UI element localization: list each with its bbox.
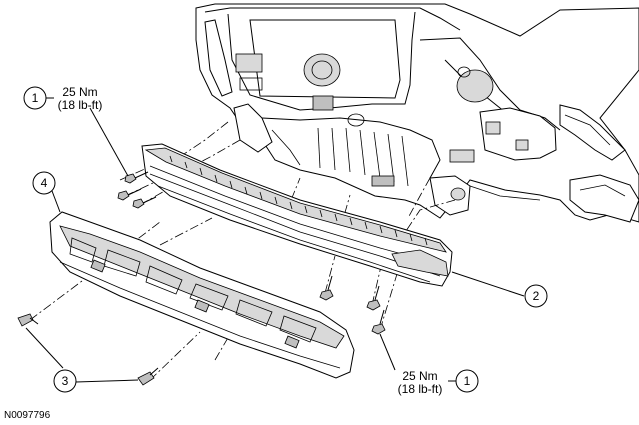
bolt-right-1 (319, 275, 334, 301)
push-pin-2 (137, 367, 159, 386)
torque-spec-top: 25 Nm (18 lb-ft) (58, 85, 103, 112)
figure-id: N0097796 (4, 410, 51, 421)
torque-nm-top: 25 Nm (62, 85, 97, 99)
svg-text:1: 1 (32, 91, 39, 105)
svg-text:4: 4 (41, 176, 48, 190)
callout-3: 3 (53, 369, 77, 393)
callout-1-top: 1 (23, 86, 47, 110)
energy-absorber (49, 211, 355, 379)
bolts-right (319, 275, 386, 335)
torque-nm-bottom: 25 Nm (402, 369, 437, 383)
bolts-left (117, 171, 157, 209)
vehicle-rear-body (195, 3, 639, 223)
bolt-left-1 (124, 171, 149, 184)
torque-spec-bottom: 25 Nm (18 lb-ft) (398, 369, 443, 396)
bolt-right-3 (371, 309, 386, 335)
callout-2: 2 (524, 284, 548, 308)
bolt-left-3 (132, 196, 157, 209)
svg-text:2: 2 (533, 289, 540, 303)
leader-lines (25, 107, 525, 383)
callout-4: 4 (32, 171, 56, 195)
push-pin-1 (17, 313, 39, 327)
bolt-right-2 (366, 285, 381, 311)
bumper-reinforcement-beam (141, 143, 453, 287)
svg-text:3: 3 (62, 374, 69, 388)
torque-lbft-top: (18 lb-ft) (58, 98, 103, 112)
callout-1-bottom: 1 (455, 369, 479, 393)
svg-text:1: 1 (464, 374, 471, 388)
push-pins (17, 313, 159, 386)
bolt-left-2 (117, 188, 142, 201)
torque-lbft-bottom: (18 lb-ft) (398, 382, 443, 396)
